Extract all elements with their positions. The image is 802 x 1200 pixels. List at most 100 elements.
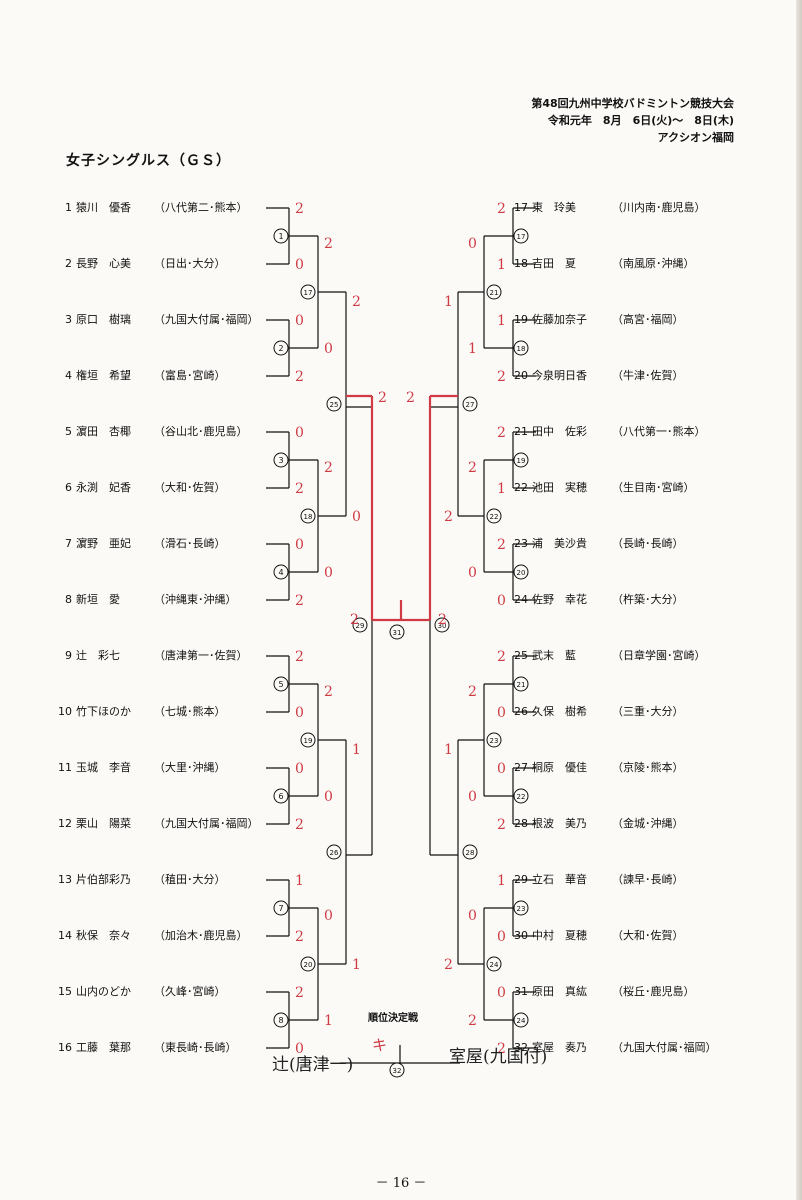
- score-mark: 0: [324, 789, 333, 805]
- player-name: 栗山 陽菜: [76, 817, 131, 830]
- player-team: （唐津第一･佐賀）: [154, 649, 248, 662]
- player-name: 浦 美沙貴: [532, 537, 587, 550]
- player-name: 佐野 幸花: [532, 593, 587, 606]
- score-mark: 0: [295, 257, 304, 273]
- score-mark: 2: [352, 294, 361, 310]
- score-mark: 0: [497, 593, 506, 609]
- score-mark: 2: [350, 612, 359, 628]
- score-mark: 1: [497, 481, 506, 497]
- player-team: （南風原･沖縄）: [612, 257, 695, 270]
- score-mark: 0: [324, 908, 333, 924]
- score-mark: 0: [295, 425, 304, 441]
- score-mark: 2: [295, 649, 304, 665]
- match-number: 7: [278, 904, 283, 913]
- player-team: （沖縄東･沖縄）: [154, 593, 237, 606]
- player-name: 片伯部彩乃: [76, 873, 131, 886]
- player-name: 武末 藍: [532, 649, 576, 662]
- match-number-circle: 19: [300, 732, 316, 748]
- player-name: 濵田 杏椰: [76, 425, 131, 438]
- match-number-circle: 18: [300, 508, 316, 524]
- player-name: 権垣 希望: [76, 369, 131, 382]
- match-number-circle: 21: [486, 284, 502, 300]
- player-team: （谷山北･鹿児島）: [154, 425, 248, 438]
- match-number: 26: [330, 849, 339, 857]
- match-number: 6: [278, 792, 283, 801]
- match-number-circle: 29: [352, 617, 368, 633]
- player-team: （諫早･長崎）: [612, 873, 684, 886]
- match-number: 23: [517, 905, 526, 913]
- player-team: （高宮･福岡）: [612, 313, 684, 326]
- match-number-circle: 24: [486, 956, 502, 972]
- player-name: 佐藤加奈子: [532, 313, 587, 326]
- score-mark: 2: [438, 612, 447, 628]
- score-mark: 2: [468, 460, 477, 476]
- score-mark: 2: [497, 425, 506, 441]
- score-mark: 0: [468, 565, 477, 581]
- match-number-circle: 20: [513, 564, 529, 580]
- match-number-circle: 32: [389, 1062, 405, 1078]
- score-mark: 2: [295, 369, 304, 385]
- score-mark: 2: [295, 929, 304, 945]
- player-name: 吉田 夏: [532, 257, 576, 270]
- score-mark: 2: [324, 236, 333, 252]
- score-mark: 1: [324, 1013, 333, 1029]
- score-mark: 2: [295, 817, 304, 833]
- score-mark: 1: [497, 313, 506, 329]
- match-number: 22: [490, 513, 499, 521]
- match-number: 18: [517, 345, 526, 353]
- player-name: 田中 佐彩: [532, 425, 587, 438]
- match-number: 3: [278, 456, 283, 465]
- handwritten-left-finalist: 辻(唐津一): [272, 1055, 354, 1075]
- score-mark: 0: [295, 537, 304, 553]
- seed-number: 16: [58, 1041, 72, 1054]
- match-number: 17: [517, 233, 526, 241]
- score-mark: 2: [497, 817, 506, 833]
- player-name: 室屋 奏乃: [532, 1041, 587, 1054]
- player-team: （七城･熊本）: [154, 705, 226, 718]
- score-mark: 2: [468, 1013, 477, 1029]
- score-mark: 2: [406, 390, 415, 406]
- score-mark: 0: [295, 761, 304, 777]
- player-name: 秋保 奈々: [76, 929, 131, 942]
- player-name: 中村 夏穂: [532, 929, 587, 942]
- score-mark: 0: [497, 705, 506, 721]
- player-team: （金城･沖縄）: [612, 817, 684, 830]
- match-number: 28: [466, 849, 475, 857]
- match-number-circle: 4: [273, 564, 289, 580]
- seed-number: 12: [58, 817, 72, 830]
- match-number: 29: [356, 622, 365, 630]
- handwritten-mark: キ: [372, 1036, 388, 1054]
- player-team: （日章学園･宮崎）: [612, 649, 706, 662]
- score-mark: 0: [497, 929, 506, 945]
- score-mark: 1: [468, 341, 477, 357]
- match-number-circle: 24: [513, 1012, 529, 1028]
- seed-number: 6: [65, 481, 72, 494]
- match-number: 24: [517, 1017, 526, 1025]
- score-mark: 1: [444, 742, 453, 758]
- match-number: 21: [517, 681, 526, 689]
- score-mark: 2: [295, 201, 304, 217]
- player-team: （大里･沖縄）: [154, 761, 226, 774]
- player-name: 桐原 優佳: [532, 761, 587, 774]
- player-name: 立石 華音: [532, 873, 587, 886]
- player-name: 永渕 妃香: [76, 481, 131, 494]
- tournament-name: 第48回九州中学校バドミントン競技大会: [531, 97, 734, 110]
- match-number-circle: 2: [273, 340, 289, 356]
- score-mark: 0: [295, 1041, 304, 1057]
- page-edge-shadow: [796, 0, 802, 1200]
- match-number: 27: [466, 401, 475, 409]
